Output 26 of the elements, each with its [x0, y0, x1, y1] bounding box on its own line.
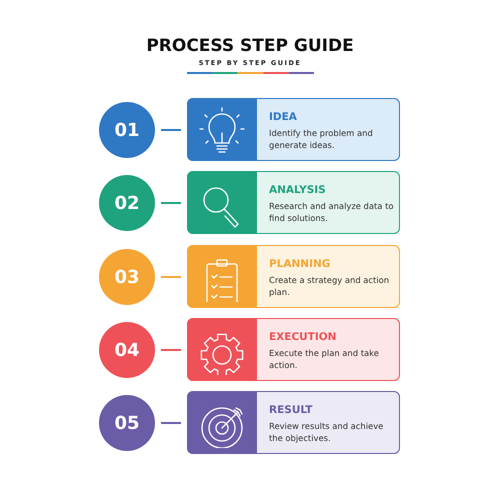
step-card [187, 245, 400, 308]
step-card [187, 98, 400, 161]
step-description: Execute the plan and take action. [269, 347, 380, 371]
step-number: 05 [99, 395, 155, 451]
step-number: 03 [99, 249, 155, 305]
step-title: RESULT [269, 404, 312, 416]
connector-line [161, 202, 181, 204]
step-description: Research and analyze data to find solutions. [269, 200, 394, 224]
step-card [187, 171, 400, 234]
connector-line [161, 129, 181, 131]
step-title: EXECUTION [269, 331, 336, 343]
step-number: 01 [99, 102, 155, 158]
step-description: Review results and achieve the objectives. [269, 420, 384, 444]
connector-line [161, 276, 181, 278]
step-card [187, 318, 400, 381]
step-title: PLANNING [269, 258, 330, 270]
step-description: Identify the problem and generate ideas. [269, 127, 374, 151]
connector-line [161, 422, 181, 424]
step-card [187, 391, 400, 454]
step-title: ANALYSIS [269, 184, 326, 196]
title: PROCESS STEP GUIDE [146, 36, 354, 56]
step-title: IDEA [269, 111, 297, 123]
step-number: 04 [99, 322, 155, 378]
step-description: Create a strategy and action plan. [269, 274, 390, 298]
step-number: 02 [99, 175, 155, 231]
connector-line [161, 349, 181, 351]
